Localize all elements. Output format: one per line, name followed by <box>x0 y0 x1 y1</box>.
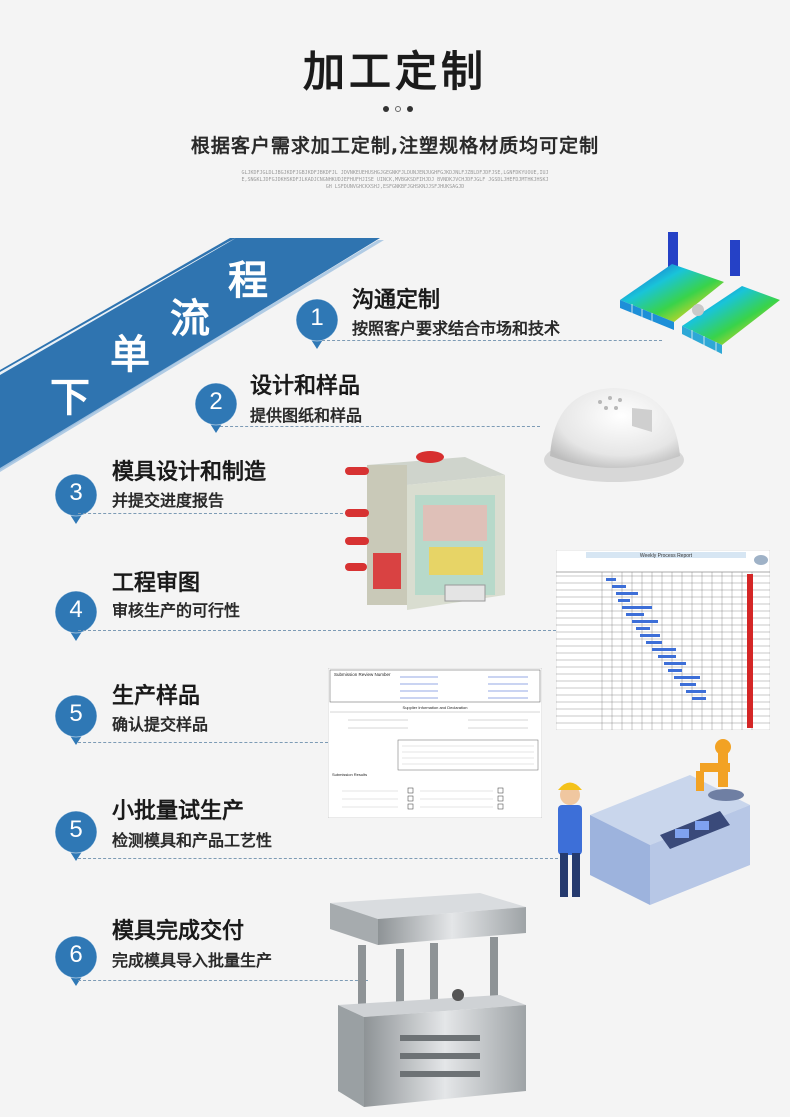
banner-char-1: 下 <box>50 375 90 421</box>
step-title: 沟通定制 <box>352 288 441 313</box>
step-number: 1 <box>310 304 324 331</box>
mold-design-image <box>345 451 505 610</box>
submission-form-image: Submission Review Number Supplier Inform… <box>328 668 542 818</box>
report-gantt-bar <box>664 662 686 665</box>
report-gantt-bar <box>674 676 700 679</box>
report-gantt-bar <box>686 690 706 693</box>
production-line-image <box>558 739 750 905</box>
page-title: 加工定制 <box>302 47 487 96</box>
step-desc: 按照客户要求结合市场和技术 <box>352 319 561 338</box>
step-number: 6 <box>69 941 83 968</box>
report-gantt-bar <box>618 599 630 602</box>
step-desc: 确认提交样品 <box>112 715 209 734</box>
title-dots-decoration <box>383 106 413 112</box>
step-number: 3 <box>69 479 83 506</box>
report-gantt-bar <box>626 613 644 616</box>
step-number: 5 <box>69 816 83 843</box>
report-gantt-bar <box>636 627 650 630</box>
report-title: Weekly Process Report <box>640 553 693 559</box>
finished-mold-image <box>330 893 526 1107</box>
banner-char-3: 流 <box>170 296 210 342</box>
report-gantt-bar <box>632 620 658 623</box>
step-title: 生产样品 <box>112 684 201 709</box>
step-divider <box>78 742 328 743</box>
step-desc: 完成模具导入批量生产 <box>112 951 273 970</box>
report-gantt-bar <box>606 578 616 581</box>
dot-icon <box>383 106 389 112</box>
dot-ring-icon <box>395 106 401 112</box>
product-sample-image <box>544 388 684 482</box>
step-title: 工程审图 <box>112 571 201 596</box>
weekly-report-image: Weekly Process Report <box>556 550 770 730</box>
report-gantt-bar <box>622 606 652 609</box>
step-number: 4 <box>69 596 83 623</box>
step-number: 5 <box>69 700 83 727</box>
report-gantt-bar <box>692 697 706 700</box>
submission-header: Submission Review Number <box>334 672 391 677</box>
report-gantt-bar <box>680 683 696 686</box>
banner-char-2: 单 <box>110 332 150 378</box>
step-divider <box>322 340 662 341</box>
submission-section-1: Supplier Information and Declaration <box>403 705 468 710</box>
report-gantt-bar <box>646 641 662 644</box>
step-title: 小批量试生产 <box>112 799 245 824</box>
report-gantt-bar <box>612 585 626 588</box>
page-subtitle: 根据客户需求加工定制,注塑规格材质均可定制 <box>190 135 600 157</box>
step-title: 模具完成交付 <box>112 919 245 944</box>
step-divider <box>220 426 540 427</box>
banner-stripe <box>0 238 380 470</box>
fine-print: GLJKDFJGLDLJBGJKDFJGBJKDFJBKDFJL JDVNKEU… <box>241 170 549 190</box>
step-desc: 并提交进度报告 <box>112 491 225 510</box>
report-gantt-bar <box>658 655 676 658</box>
report-gantt-bar <box>640 634 660 637</box>
step-title: 设计和样品 <box>250 374 361 399</box>
banner-char-4: 程 <box>228 258 268 304</box>
report-gantt-bar <box>616 592 638 595</box>
step-number: 2 <box>209 388 223 415</box>
report-gantt-bar <box>652 648 676 651</box>
step-desc: 提供图纸和样品 <box>250 406 363 425</box>
step-divider <box>78 980 368 981</box>
step-desc: 检测模具和产品工艺性 <box>112 831 273 850</box>
submission-section-2: Submission Results <box>332 772 367 777</box>
step-divider <box>78 630 556 631</box>
step-title: 模具设计和制造 <box>112 460 267 485</box>
dot-icon <box>407 106 413 112</box>
report-gantt-bar <box>668 669 682 672</box>
step-desc: 审核生产的可行性 <box>112 601 241 620</box>
step-divider <box>78 858 558 859</box>
step-divider <box>78 513 348 514</box>
mold-flow-analysis-image <box>620 232 780 360</box>
